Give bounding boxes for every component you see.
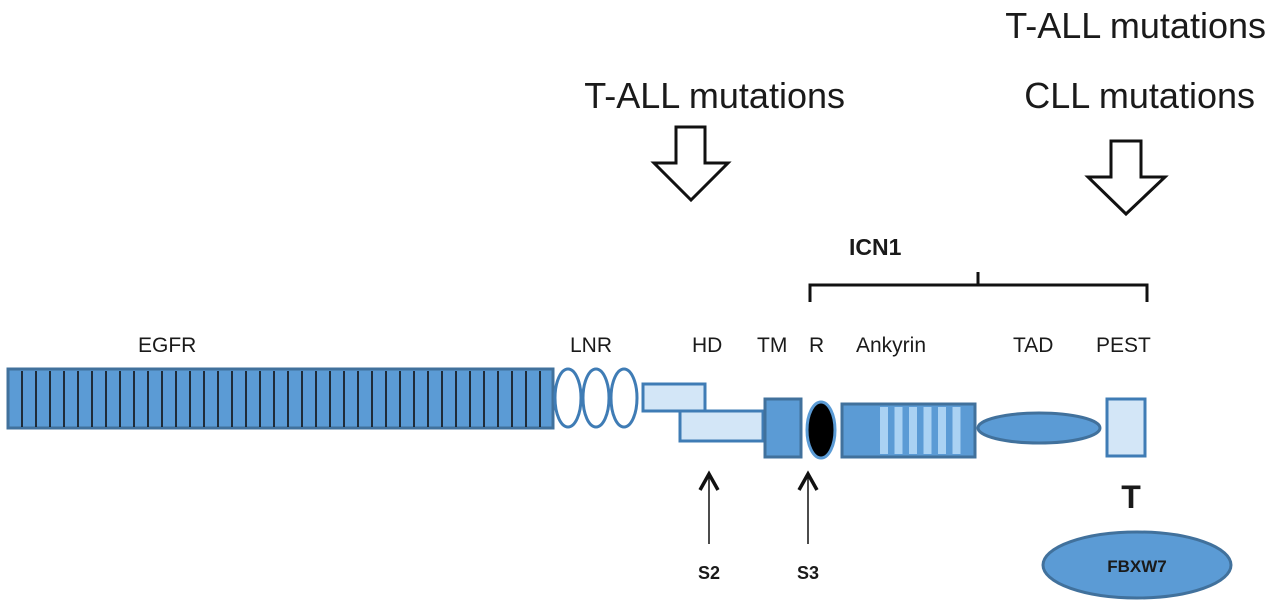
tm-domain (763, 397, 803, 459)
right-mutation-arrow-icon (1084, 139, 1169, 217)
lnr-repeat-3 (609, 367, 639, 429)
lnr-repeat-1 (553, 367, 583, 429)
ankyrin-repeat (938, 407, 946, 454)
ankyrin-repeat (880, 407, 888, 454)
s2-cleavage-arrow-icon (698, 470, 720, 544)
ankyrin-repeat (923, 407, 932, 454)
lnr-label: LNR (570, 334, 612, 357)
hd-label: HD (692, 334, 722, 357)
ankyrin-label: Ankyrin (856, 334, 926, 357)
tall-mutations-right-label: T-ALL mutations (1005, 5, 1266, 46)
ankyrin-domain (840, 402, 977, 459)
fbxw7-protein (1041, 530, 1233, 600)
tad-domain (976, 411, 1102, 445)
s3-label: S3 (797, 563, 819, 583)
r-label: R (809, 334, 824, 357)
hd-c-segment (678, 409, 765, 443)
fbxw7-label: FBXW7 (1107, 557, 1167, 576)
left-mutation-arrow-icon (650, 125, 732, 203)
lnr-repeat-2 (581, 367, 611, 429)
ankyrin-repeat (894, 407, 903, 454)
icn1-label: ICN1 (849, 234, 902, 260)
lnr-domain (553, 367, 639, 429)
t-binding-symbol: T (1121, 479, 1141, 515)
hd-domain (641, 382, 765, 443)
pest-label: PEST (1096, 334, 1151, 357)
ankyrin-repeat (909, 407, 917, 454)
pest-domain (1105, 397, 1147, 458)
egfr-domain (6, 367, 555, 430)
ankyrin-repeat (952, 407, 961, 454)
tad-label: TAD (1013, 334, 1053, 357)
tm-label: TM (757, 334, 787, 357)
s3-cleavage-arrow-icon (797, 470, 819, 544)
s2-label: S2 (698, 563, 720, 583)
icn1-bracket (808, 272, 1149, 302)
r-domain (805, 400, 837, 460)
egfr-label: EGFR (138, 334, 196, 357)
cll-mutations-label: CLL mutations (1024, 75, 1255, 116)
hd-n-segment (641, 382, 707, 413)
tall-mutations-left-label: T-ALL mutations (584, 75, 845, 116)
